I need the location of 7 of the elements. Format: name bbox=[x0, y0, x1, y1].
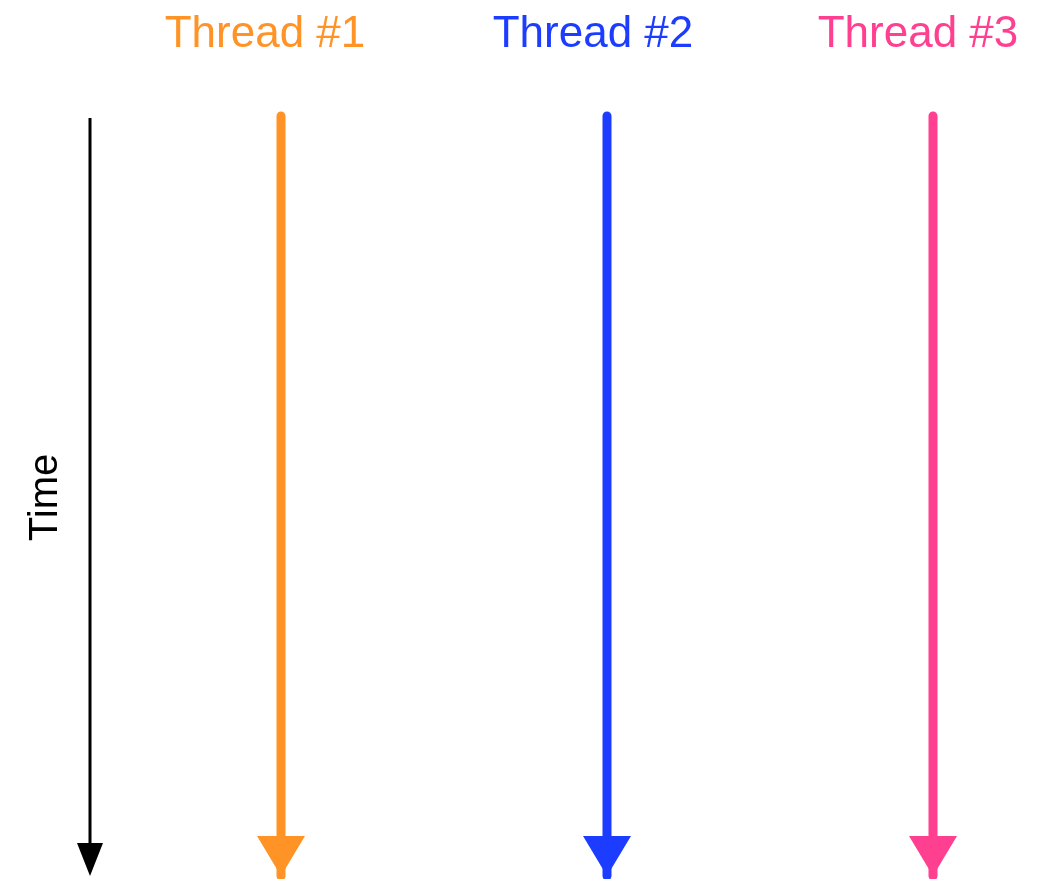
axis-label: Time bbox=[21, 453, 67, 542]
thread-label: Thread #1 bbox=[164, 7, 366, 56]
thread-arrow bbox=[909, 111, 957, 879]
thread-label: Thread #2 bbox=[492, 7, 694, 56]
thread-arrow bbox=[583, 111, 631, 879]
thread-arrow bbox=[257, 111, 305, 879]
thread-label: Thread #3 bbox=[817, 7, 1019, 56]
